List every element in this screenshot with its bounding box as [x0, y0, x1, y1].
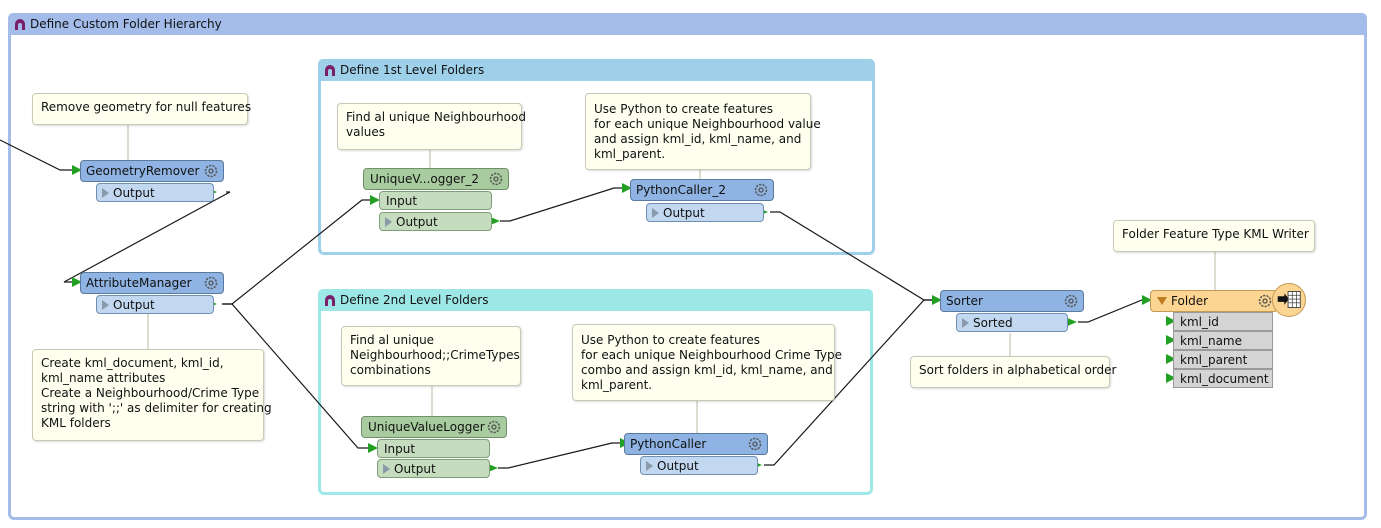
transformer-python-caller-2[interactable]: PythonCaller_2	[630, 179, 774, 201]
triangle-right-icon	[385, 217, 392, 227]
output-port[interactable]: Output	[96, 295, 214, 314]
bookmark-header[interactable]: Define 2nd Level Folders	[318, 289, 873, 311]
triangle-right-icon	[646, 461, 653, 471]
connection-line	[770, 211, 932, 301]
triangle-right-icon	[102, 300, 109, 310]
kml-writer-icon[interactable]	[1272, 283, 1306, 317]
table-icon	[1277, 291, 1301, 308]
annotation-python-level-1[interactable]: Use Python to create features for each u…	[585, 93, 821, 170]
transformer-unique-value-logger-2[interactable]: UniqueV...ogger_2	[363, 168, 509, 190]
writer-attribute-kml-parent[interactable]: kml_parent	[1173, 350, 1273, 369]
gear-icon[interactable]	[488, 171, 504, 187]
connection-line	[500, 187, 622, 222]
gear-icon[interactable]	[753, 182, 769, 198]
annotation-find-unique-combinations[interactable]: Find al unique Neighbourhood;;CrimeTypes…	[341, 326, 521, 386]
connection-line	[0, 139, 72, 171]
gear-icon[interactable]	[486, 419, 502, 435]
connection-line	[498, 442, 620, 469]
bookmark-header[interactable]: Define Custom Folder Hierarchy	[8, 13, 1367, 35]
output-port[interactable]: Output	[96, 183, 214, 202]
connection-line	[63, 191, 231, 283]
annotation-find-unique-neighbourhood[interactable]: Find al unique Neighbourhood values	[337, 103, 526, 150]
gear-icon[interactable]	[1257, 293, 1273, 309]
gear-icon[interactable]	[747, 436, 763, 452]
bookmark-title: Define 2nd Level Folders	[340, 293, 489, 307]
writer-attribute-kml-name[interactable]: kml_name	[1173, 331, 1273, 350]
bookmark-title: Define Custom Folder Hierarchy	[30, 17, 222, 31]
transformer-sorter[interactable]: Sorter	[940, 290, 1084, 312]
output-port[interactable]: Output	[640, 456, 758, 475]
bookmark-icon	[325, 64, 335, 76]
bookmark-define-2nd-level-folders[interactable]: Define 2nd Level Folders	[318, 289, 873, 495]
output-port[interactable]: Sorted	[956, 313, 1068, 332]
bookmark-define-custom-folder-hierarchy[interactable]: Define Custom Folder Hierarchy	[8, 13, 1367, 520]
triangle-right-icon	[102, 188, 109, 198]
gear-icon[interactable]	[203, 275, 219, 291]
bookmark-header[interactable]: Define 1st Level Folders	[318, 59, 875, 81]
writer-attribute-kml-id[interactable]: kml_id	[1173, 312, 1273, 331]
annotation-create-kml-attributes[interactable]: Create kml_document, kml_id, kml_name at…	[32, 349, 272, 441]
transformer-attribute-manager[interactable]: AttributeManager	[80, 272, 224, 294]
annotation-remove-geometry[interactable]: Remove geometry for null features	[32, 93, 251, 125]
annotation-kml-writer[interactable]: Folder Feature Type KML Writer	[1113, 220, 1315, 252]
connection-line	[222, 199, 370, 305]
writer-attribute-kml-document[interactable]: kml_document	[1173, 369, 1273, 388]
bookmark-icon	[325, 294, 335, 306]
output-port[interactable]: Output	[377, 459, 490, 478]
triangle-right-icon	[962, 318, 969, 328]
triangle-right-icon	[652, 208, 659, 218]
transformer-unique-value-logger[interactable]: UniqueValueLogger	[361, 416, 507, 438]
transformer-geometry-remover[interactable]: GeometryRemover	[80, 160, 224, 182]
bookmark-icon	[15, 18, 25, 30]
gear-icon[interactable]	[203, 163, 219, 179]
connection-line	[764, 299, 932, 466]
gear-icon[interactable]	[1063, 293, 1079, 309]
annotation-python-level-2[interactable]: Use Python to create features for each u…	[572, 324, 842, 401]
output-port[interactable]: Output	[379, 212, 492, 231]
output-port[interactable]: Output	[646, 203, 764, 222]
input-port[interactable]: Input	[379, 191, 492, 210]
annotation-sort-folders[interactable]: Sort folders in alphabetical order	[910, 356, 1116, 388]
triangle-down-icon[interactable]	[1157, 297, 1167, 305]
bookmark-title: Define 1st Level Folders	[340, 63, 485, 77]
triangle-right-icon	[383, 464, 390, 474]
connection-line	[222, 303, 368, 449]
bookmark-define-1st-level-folders[interactable]: Define 1st Level Folders	[318, 59, 875, 255]
transformer-python-caller[interactable]: PythonCaller	[624, 433, 768, 455]
connection-line	[1078, 299, 1150, 323]
writer-feature-type-folder[interactable]: Folder	[1150, 290, 1278, 312]
input-port[interactable]: Input	[377, 439, 490, 458]
